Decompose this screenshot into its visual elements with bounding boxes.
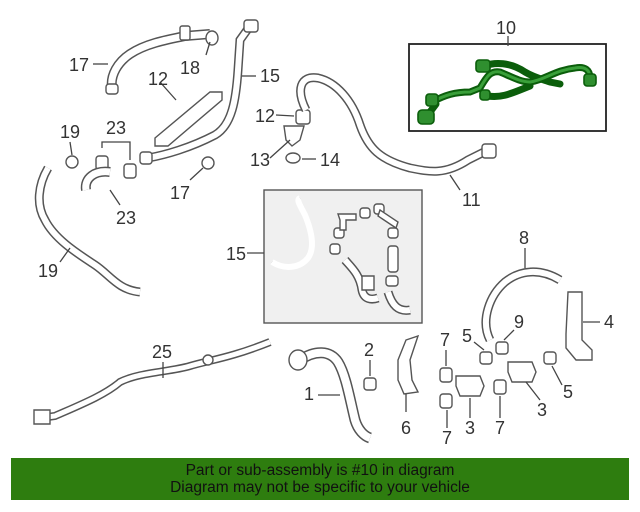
callout-7-a: 7 bbox=[440, 330, 450, 350]
part-4-bracket bbox=[565, 291, 593, 361]
part-6-pipe bbox=[397, 334, 420, 395]
callout-19: 19 bbox=[38, 261, 58, 281]
part-20-oring bbox=[65, 155, 79, 169]
callout-20: 19 bbox=[60, 122, 80, 142]
part-5-clamp-a bbox=[479, 351, 493, 365]
part-16-pipe bbox=[139, 19, 259, 165]
banner-line-1: Part or sub-assembly is #10 in diagram bbox=[185, 462, 455, 479]
callout-3-a: 3 bbox=[465, 418, 475, 438]
part-12-clamp bbox=[295, 109, 311, 125]
callout-7-c: 7 bbox=[495, 418, 505, 438]
callout-16: 15 bbox=[260, 66, 280, 86]
part-8-hose bbox=[481, 267, 563, 343]
part-24-oring bbox=[205, 30, 219, 46]
leader-lines bbox=[59, 41, 600, 428]
callout-9: 9 bbox=[514, 312, 524, 332]
callout-3-b: 3 bbox=[537, 400, 547, 420]
callout-25: 25 bbox=[152, 342, 172, 362]
callout-8: 8 bbox=[519, 228, 529, 248]
callout-10: 10 bbox=[496, 18, 516, 38]
part-7-clamp-b bbox=[439, 393, 453, 409]
callout-12: 12 bbox=[255, 106, 275, 126]
callout-5-a: 5 bbox=[462, 326, 472, 346]
part-3-valve-b bbox=[507, 361, 537, 383]
callout-24: 18 bbox=[180, 58, 200, 78]
part-15-hoses bbox=[270, 195, 411, 315]
callout-1: 1 bbox=[304, 384, 314, 404]
part-1-hose bbox=[288, 347, 373, 444]
callout-13: 13 bbox=[250, 150, 270, 170]
callout-5-b: 5 bbox=[563, 382, 573, 402]
callout-2: 2 bbox=[364, 340, 374, 360]
part-11-hose bbox=[296, 73, 497, 176]
callout-4: 4 bbox=[604, 312, 614, 332]
banner-line-2: Diagram may not be specific to your vehi… bbox=[170, 479, 470, 496]
part-25-pipe bbox=[33, 338, 272, 425]
part-23-pipe bbox=[105, 25, 211, 95]
part-5-clamp-b bbox=[543, 351, 557, 365]
parts-diagram: 17 18 12 15 10 12 19 23 13 14 17 11 23 8… bbox=[33, 18, 614, 448]
part-2-clamp bbox=[363, 377, 377, 391]
part-22-clamp-b bbox=[123, 163, 137, 179]
callout-17: 17 bbox=[170, 183, 190, 203]
callout-labels: 17 18 12 15 10 12 19 23 13 14 17 11 23 8… bbox=[38, 18, 614, 448]
info-banner: Part or sub-assembly is #10 in diagram D… bbox=[11, 458, 629, 500]
callout-18: 12 bbox=[148, 69, 168, 89]
part-7-clamp-a bbox=[439, 367, 453, 383]
callout-11: 11 bbox=[462, 190, 481, 210]
part-3-valve-a bbox=[455, 375, 485, 397]
callout-22: 23 bbox=[106, 118, 126, 138]
part-14-oring bbox=[285, 152, 301, 164]
part-9-clamp bbox=[495, 341, 509, 355]
callout-14: 14 bbox=[320, 150, 340, 170]
callout-23: 17 bbox=[69, 55, 89, 75]
callout-7-b: 7 bbox=[442, 428, 452, 448]
part-10-hose-assembly[interactable] bbox=[417, 59, 597, 125]
highlight-box-10[interactable] bbox=[408, 43, 607, 132]
part-7-clamp-c bbox=[493, 379, 507, 395]
callout-15: 15 bbox=[226, 244, 246, 264]
part-17-washer bbox=[201, 156, 215, 170]
callout-6: 6 bbox=[401, 418, 411, 438]
part-19-pipe bbox=[34, 165, 141, 297]
part-18-heat-shield bbox=[154, 91, 223, 147]
callout-21: 23 bbox=[116, 208, 136, 228]
